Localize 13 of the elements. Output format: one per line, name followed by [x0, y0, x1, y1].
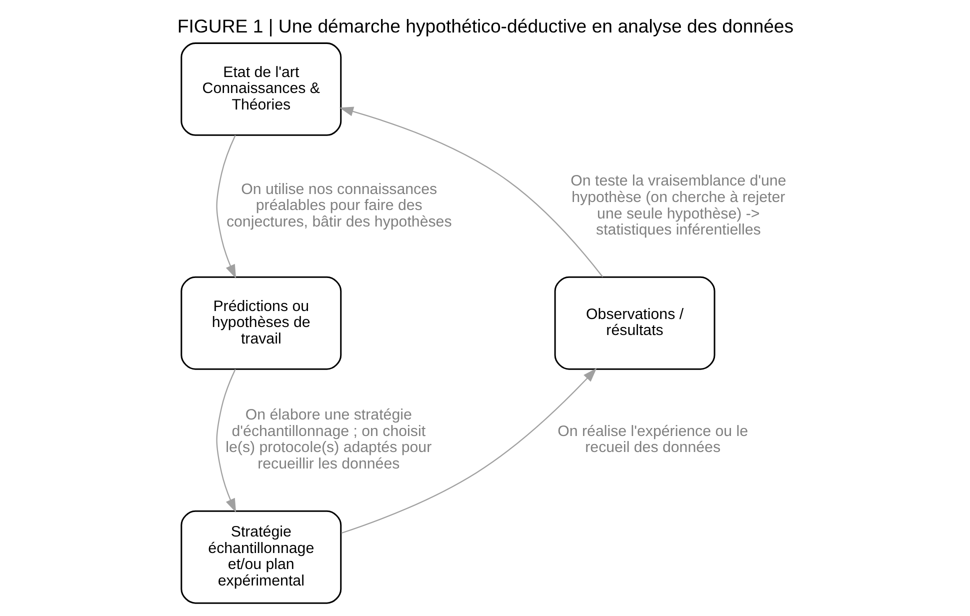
arrow [216, 368, 236, 513]
arrow [338, 106, 603, 278]
diagram-title: FIGURE 1 | Une démarche hypothético-déductive en analyse des données [176, 15, 794, 36]
node-box: Observations / résultats [554, 276, 715, 370]
arrow [340, 368, 596, 534]
edge-label: On teste la vraisemblance d'une hypothèse (on cherche à rejeter une seule hypothèse) -> statistiques inférentielles [570, 172, 786, 239]
node-box: Prédictions ou hypothèses de travail [180, 276, 342, 370]
edge-label: On réalise l'expérience ou le recueil des données [557, 422, 748, 456]
arrow [216, 135, 236, 279]
node-box: Etat de l'art Connaissances & Théories [180, 42, 342, 136]
edge-label: On élabore une stratégie d'échantillonnage ; on choisit le(s) protocole(s) adaptés pour recueillir les données [225, 406, 432, 473]
edge-label: On utilise nos connaissances préalables pour faire des conjectures, bâtir des hypothèses [226, 180, 452, 230]
node-box: Stratégie échantillonnage et/ou plan expérimental [180, 510, 342, 604]
